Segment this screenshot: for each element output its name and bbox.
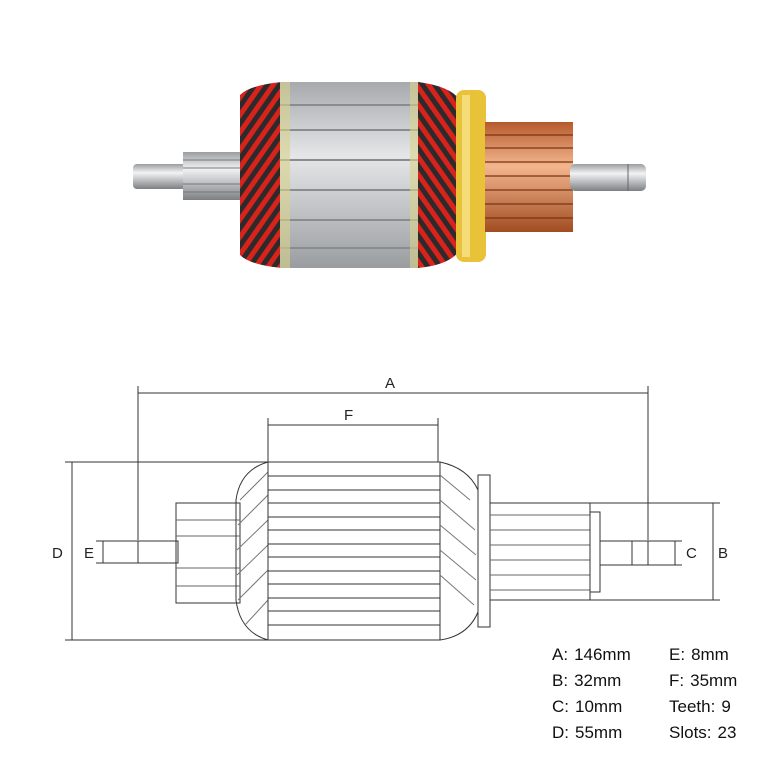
spec-a: A:146mm — [552, 645, 631, 664]
spec-e: E:8mm — [669, 645, 729, 664]
dimension-label-d: D — [52, 545, 63, 562]
dimension-label-f: F — [344, 407, 354, 424]
dimension-label-e: E — [84, 545, 95, 562]
spec-b: B:32mm — [552, 671, 622, 690]
spec-f: F:35mm — [669, 671, 738, 690]
spec-slots: Slots:23 — [669, 723, 737, 742]
spec-teeth: Teeth:9 — [669, 697, 731, 716]
spec-c: C:10mm — [552, 697, 623, 716]
spec-d: D:55mm — [552, 723, 623, 742]
dimension-label-a: A — [385, 375, 396, 392]
dimension-label-b: B — [718, 545, 729, 562]
dimension-label-c: C — [686, 545, 697, 562]
